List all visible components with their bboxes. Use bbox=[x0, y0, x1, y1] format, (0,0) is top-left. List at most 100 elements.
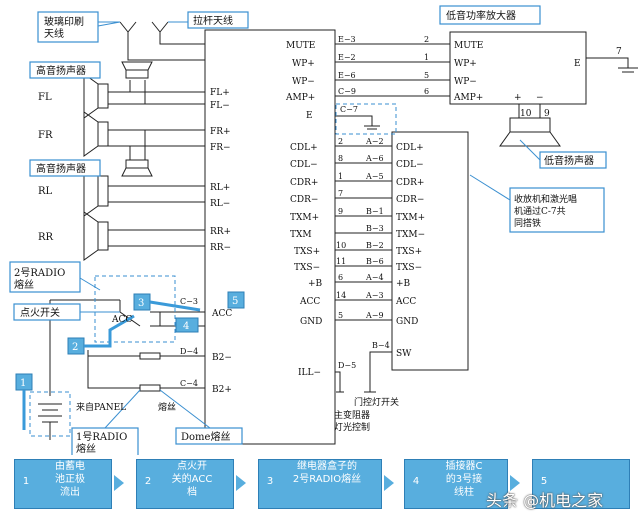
flow-step-1-text: 由蓄电 池正极 流出 bbox=[55, 461, 85, 498]
conn-a4: A−4 bbox=[365, 273, 384, 282]
flow-step-2-number: 2 bbox=[144, 476, 152, 487]
door-switch-label: 门控灯开关 bbox=[354, 396, 399, 408]
flow-arrow-2 bbox=[236, 475, 254, 491]
from-panel-label: 来自PANEL bbox=[76, 401, 126, 413]
conn-e2: E−2 bbox=[338, 53, 356, 62]
conn-c9: C−9 bbox=[338, 87, 356, 96]
cd-pin-cdl-plus: CDL+ bbox=[396, 143, 424, 153]
cd-pin-cdl-minus: CDL− bbox=[396, 160, 424, 170]
radio-pin-ill: ILL− bbox=[298, 368, 321, 378]
radio-pin-plus-b: +B bbox=[308, 279, 323, 289]
radio-pin-rr-plus: RR+ bbox=[210, 227, 231, 237]
radio-pin-amp-plus: AMP+ bbox=[285, 93, 315, 103]
callout-dome-fuse bbox=[175, 427, 243, 445]
conn-b3: B−3 bbox=[366, 224, 384, 233]
speaker-rl-label: RL bbox=[38, 186, 53, 197]
speaker-fr bbox=[83, 111, 205, 160]
flow-step-4 bbox=[404, 459, 508, 509]
cd-pin-gnd: GND bbox=[396, 317, 418, 327]
acc-switch-label: ACC bbox=[111, 315, 132, 325]
wiring-diagram: 玻璃印刷天线 拉杆天线 高音扬声器 高音扬声器 2号RADIO熔丝 点火开关 1… bbox=[9, 5, 638, 455]
conn-n2: 2 bbox=[424, 35, 429, 44]
conn-m11: 11 bbox=[336, 257, 346, 266]
callout-amplifier bbox=[439, 5, 541, 25]
cd-pin-txs-plus: TXS+ bbox=[396, 247, 422, 257]
amp-pin-mute: MUTE bbox=[454, 41, 483, 51]
speaker-rr bbox=[83, 211, 205, 261]
cd-pin-acc: ACC bbox=[395, 297, 416, 307]
flow-arrow-4 bbox=[510, 475, 528, 491]
amp-pin-wp-plus: WP+ bbox=[454, 59, 477, 69]
amplifier-box bbox=[449, 31, 587, 105]
flow-step-2-text: 点火开 关的ACC 档 bbox=[171, 461, 213, 498]
radio-pin-acc: ACC bbox=[299, 297, 320, 307]
amp-pin-amp-plus: AMP+ bbox=[453, 93, 483, 103]
amp-pin-7: 7 bbox=[616, 47, 622, 57]
conn-c7: C−7 bbox=[340, 105, 358, 114]
speaker-fl-label: FL bbox=[38, 92, 52, 103]
cd-pin-txm: TXM− bbox=[396, 230, 425, 240]
woofer-label: 低音扬声器 bbox=[544, 154, 594, 167]
flow-step-3-text: 继电器盒子的 2号RADIO熔丝 bbox=[292, 461, 362, 485]
flow-step-5-number: 5 bbox=[540, 476, 548, 487]
conn-m1: 1 bbox=[338, 172, 343, 181]
flow-step-2 bbox=[136, 459, 234, 509]
tweeter-mid-label: 高音扬声器 bbox=[36, 162, 86, 175]
radio-pin-fr-minus: FR− bbox=[210, 143, 231, 153]
conn-n1: 1 bbox=[424, 53, 429, 62]
step-5-number: 5 bbox=[232, 296, 238, 307]
step-marker-4 bbox=[175, 317, 199, 333]
cd-pin-txm-plus: TXM+ bbox=[396, 213, 425, 223]
tweeter-mid bbox=[121, 159, 153, 177]
radio-pin-fl-minus: FL− bbox=[210, 101, 230, 111]
radio-pin-b2-minus: B2− bbox=[212, 353, 232, 363]
radio-pin-cdr-plus: CDR+ bbox=[290, 178, 318, 188]
conn-n6: 6 bbox=[424, 87, 429, 96]
glass-antenna-wire bbox=[119, 21, 205, 61]
conn-n5: 5 bbox=[424, 71, 429, 80]
radio-pin-txs-minus: TXS− bbox=[294, 263, 320, 273]
conn-b2: B−2 bbox=[366, 241, 384, 250]
step-1-number: 1 bbox=[20, 378, 26, 389]
amplifier-label: 低音功率放大器 bbox=[446, 9, 516, 22]
radio-unit-box bbox=[204, 29, 336, 445]
amp-pin-plus: + bbox=[514, 93, 522, 103]
cd-pin-cdr-plus: CDR+ bbox=[396, 178, 424, 188]
conn-m14: 14 bbox=[336, 291, 346, 300]
radio-pin-fr-plus: FR+ bbox=[210, 127, 231, 137]
flow-step-4-number: 4 bbox=[412, 476, 420, 487]
step-3-number: 3 bbox=[138, 298, 144, 309]
step-marker-5 bbox=[227, 291, 245, 309]
callout-tweeter-mid bbox=[29, 159, 101, 177]
step-2-number: 2 bbox=[72, 342, 78, 353]
cd-pin-sw: SW bbox=[396, 349, 412, 359]
conn-b4: B−4 bbox=[372, 341, 390, 350]
flow-step-3 bbox=[258, 459, 382, 509]
radio-pin-rl-plus: RL+ bbox=[210, 183, 230, 193]
conn-a6: A−6 bbox=[365, 154, 384, 163]
radio-pin-txs-plus: TXS+ bbox=[294, 247, 320, 257]
cd-interconnect-wires bbox=[335, 145, 392, 321]
callout-tweeter-top bbox=[29, 61, 101, 79]
flow-step-4-text: 插接器C 的3号接 线柱 bbox=[445, 461, 483, 498]
amp-pin-minus: − bbox=[536, 93, 544, 103]
conn-b6: B−6 bbox=[366, 257, 384, 266]
callout-cd-note bbox=[509, 187, 605, 233]
ignition-switch-label: 点火开关 bbox=[20, 306, 60, 319]
radio-pin-fl-plus: FL+ bbox=[210, 88, 230, 98]
cd-pin-plus-b: +B bbox=[396, 279, 411, 289]
radio-pin-wp-plus: WP+ bbox=[292, 59, 315, 69]
radio-pin-gnd: GND bbox=[300, 317, 322, 327]
radio-pin-cdl-plus: CDL+ bbox=[290, 143, 318, 153]
conn-a9: A−9 bbox=[365, 311, 384, 320]
dome-fuse-label: Dome熔丝 bbox=[181, 430, 230, 443]
conn-a5: A−5 bbox=[365, 172, 384, 181]
conn-d5: D−5 bbox=[338, 361, 356, 370]
conn-d4: D−4 bbox=[180, 347, 198, 356]
tweeter-top bbox=[121, 61, 153, 79]
conn-c3: C−3 bbox=[180, 297, 198, 306]
flow-arrow-1 bbox=[114, 475, 132, 491]
